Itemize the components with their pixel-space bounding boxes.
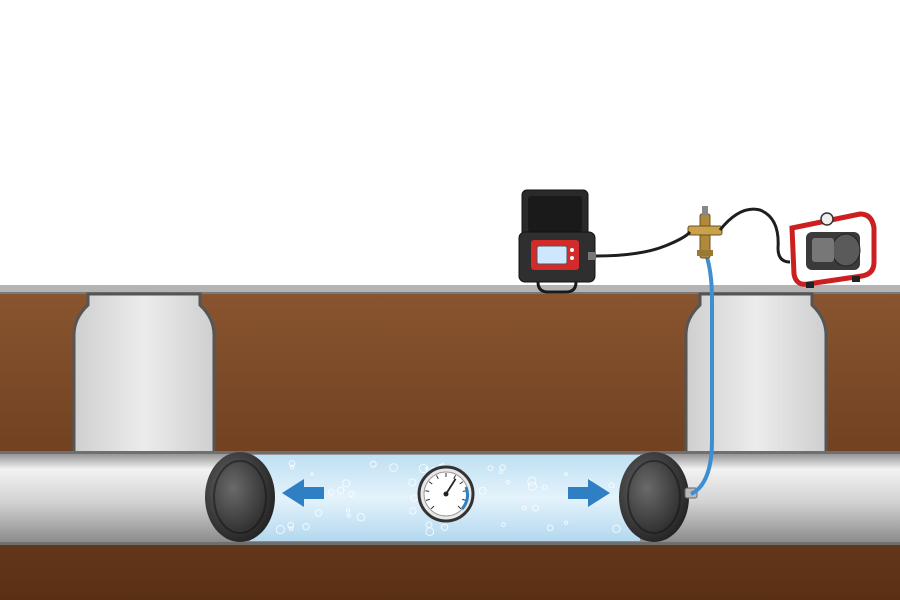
gauge-tick	[453, 475, 456, 480]
bubble	[346, 513, 351, 518]
valve-icon	[687, 206, 723, 259]
gauge-tick	[459, 481, 464, 485]
pipe-plug-icon	[205, 452, 275, 542]
black-hose-to-compressor	[718, 207, 791, 264]
gauge-tick	[425, 498, 430, 501]
bubble	[498, 469, 504, 475]
bubble	[410, 494, 418, 502]
bubble	[564, 472, 568, 476]
arrow-right-icon	[568, 479, 610, 507]
bubble	[478, 486, 487, 495]
air-compressor-icon	[789, 211, 877, 288]
arrow-left-icon	[282, 479, 324, 507]
blue-hose	[690, 253, 714, 496]
bubble	[288, 460, 296, 467]
bubble	[290, 464, 295, 470]
bubble	[369, 460, 377, 468]
pressure-gauge-icon	[417, 465, 475, 523]
pipe-plug-icon	[619, 452, 698, 542]
bubble	[527, 476, 537, 486]
bubble	[521, 505, 527, 511]
black-hose-to-tester	[595, 230, 692, 258]
bubble	[418, 463, 429, 474]
bubble	[408, 478, 417, 487]
gauge-tick	[457, 505, 462, 510]
bubble	[342, 479, 351, 488]
bubble	[542, 484, 548, 491]
bubble	[546, 524, 554, 532]
bubble	[409, 507, 417, 515]
bubble	[425, 527, 435, 536]
manhole-right	[684, 292, 828, 457]
bubble	[612, 524, 621, 533]
bubble	[532, 504, 539, 512]
leak-tester-device-icon	[518, 189, 596, 294]
ground-surface-edge	[0, 292, 900, 294]
bubble	[302, 523, 310, 531]
bubble	[563, 520, 569, 525]
gauge-tick	[436, 475, 439, 480]
bubble	[337, 486, 345, 495]
bubble	[425, 466, 429, 471]
gauge-tick	[425, 490, 430, 492]
ground-surface	[0, 285, 900, 293]
manhole-left	[72, 292, 216, 457]
bubble	[314, 509, 323, 517]
gauge-tick	[430, 505, 435, 510]
bubble	[487, 465, 494, 472]
bubble	[505, 480, 511, 485]
bubble	[287, 521, 295, 529]
bubble	[327, 488, 335, 496]
bubble	[288, 526, 294, 532]
gauge-tick	[428, 481, 433, 485]
bubble	[348, 490, 355, 498]
bubble	[608, 482, 615, 489]
bubble	[345, 508, 351, 513]
bubble	[275, 525, 285, 535]
bubble	[527, 481, 537, 491]
sky-background	[0, 0, 900, 290]
bubble	[501, 522, 507, 527]
bubble	[440, 523, 449, 531]
bubble	[356, 512, 366, 522]
bubble	[389, 463, 398, 472]
bubble	[310, 472, 314, 476]
gauge-needle	[445, 478, 457, 495]
